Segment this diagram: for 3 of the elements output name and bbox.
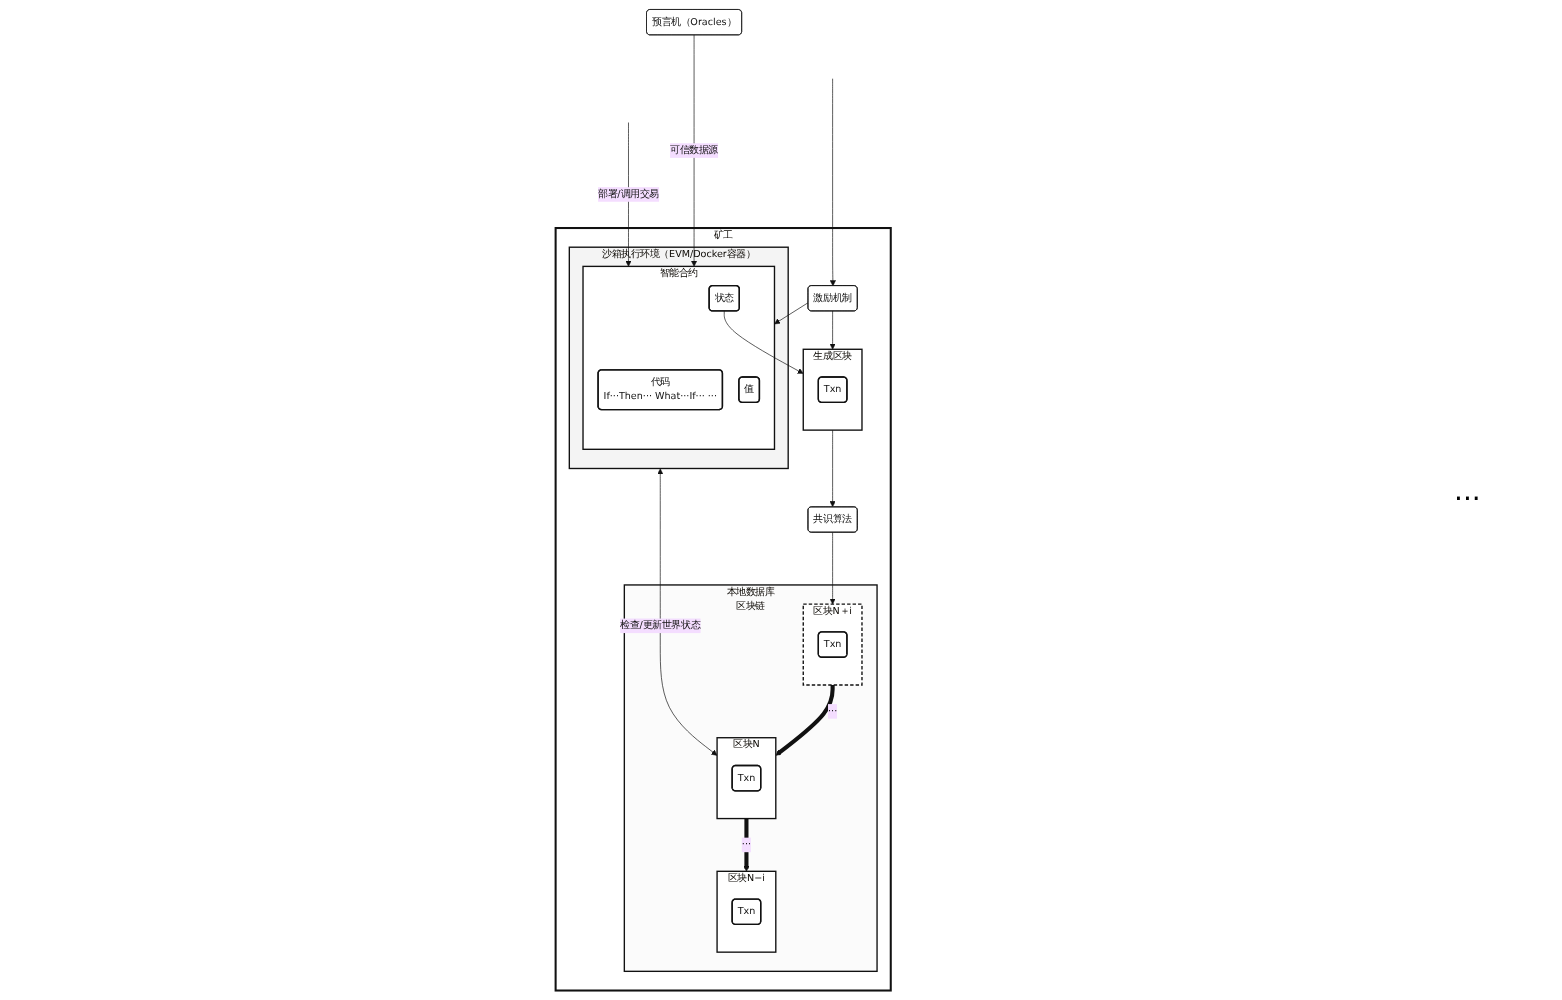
ellipsis-note: ··· bbox=[1454, 484, 1483, 516]
arrow bbox=[775, 684, 835, 756]
arrow bbox=[743, 818, 750, 872]
